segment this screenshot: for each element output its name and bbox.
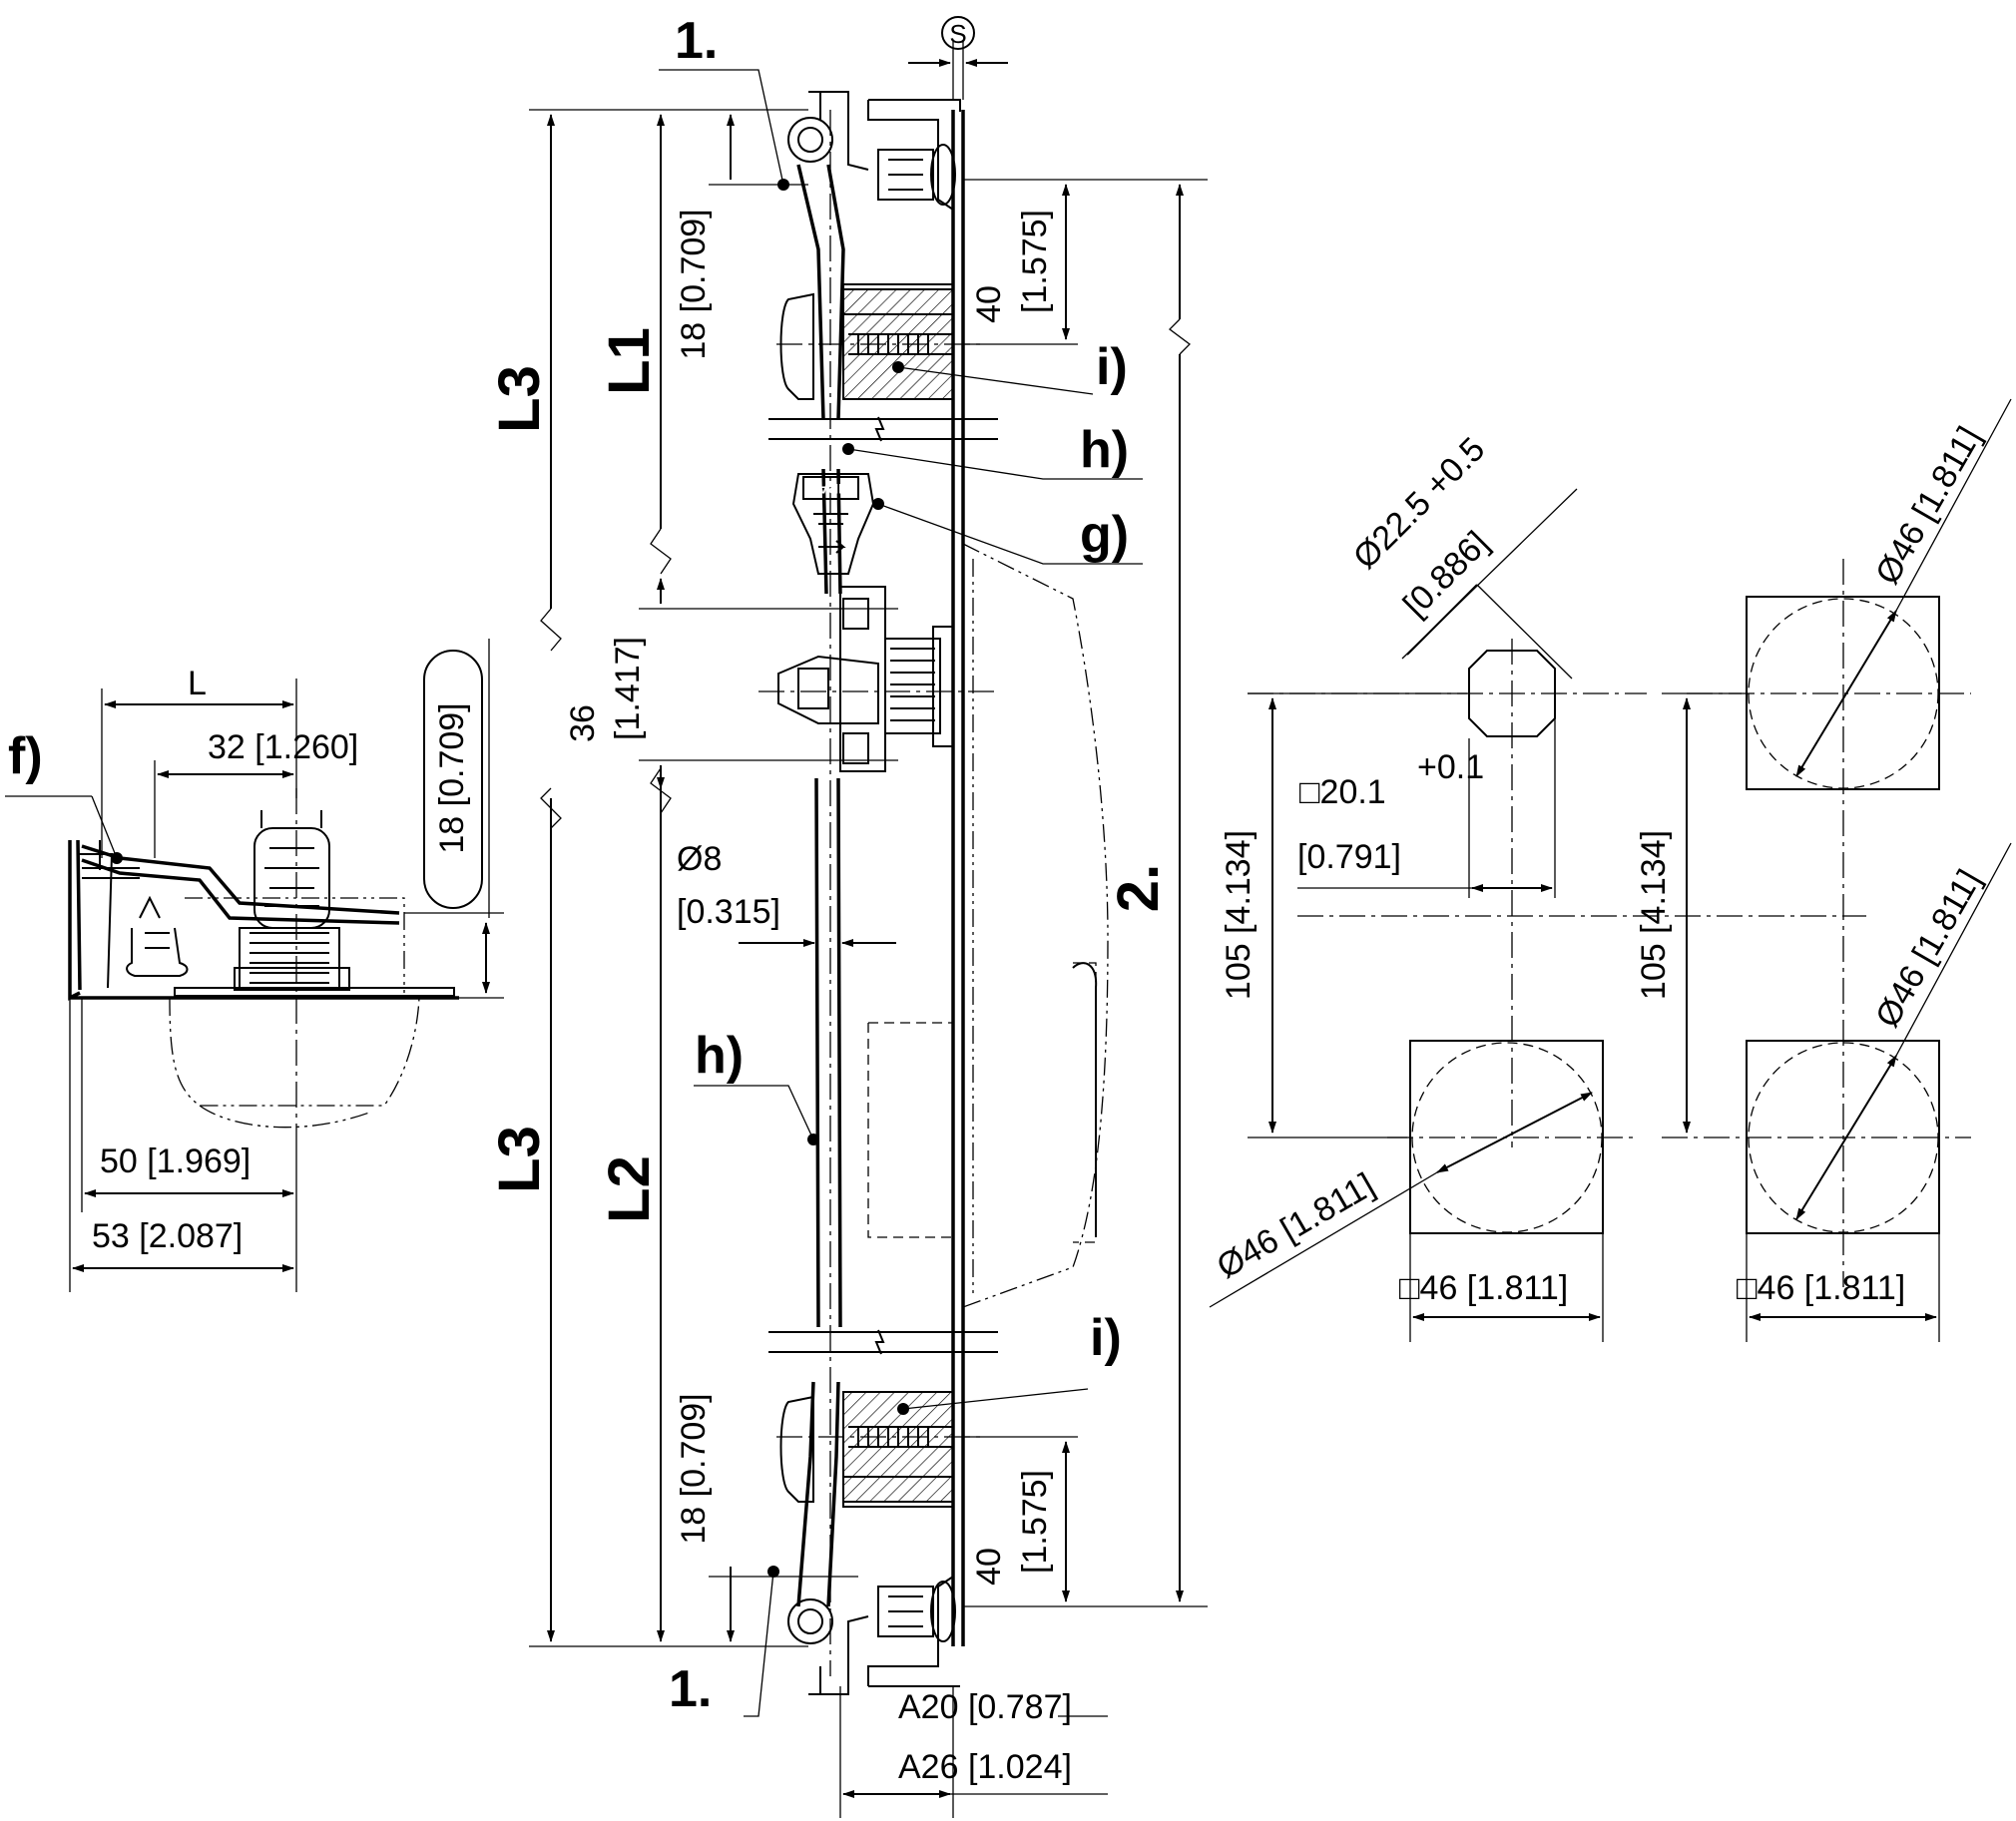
dim-18-bottom: 18 [0.709] bbox=[675, 1393, 713, 1544]
dim-L3-bottom: L3 bbox=[487, 1126, 552, 1193]
dim-phi8: Ø8 bbox=[677, 840, 722, 878]
label-f: f) bbox=[8, 727, 43, 785]
dim-phi8-inch: [0.315] bbox=[677, 893, 780, 931]
dim-phi46-lower: Ø46 [1.811] bbox=[1868, 863, 1988, 1034]
dim-sq46-right: □46 [1.811] bbox=[1737, 1269, 1905, 1307]
dim-sq20-1: □20.1 bbox=[1299, 773, 1386, 811]
dim-L1: L1 bbox=[597, 327, 662, 395]
dim-sq20-1-tol: +0.1 bbox=[1417, 748, 1484, 786]
dim-53: 53 [2.087] bbox=[92, 1217, 243, 1255]
label-i-bottom: i) bbox=[1090, 1309, 1122, 1367]
dim-phi46-left: Ø46 [1.811] bbox=[1211, 1165, 1381, 1285]
dim-L: L bbox=[188, 665, 207, 702]
label-i-top: i) bbox=[1096, 338, 1128, 396]
label-g: g) bbox=[1080, 506, 1129, 564]
brand-mark: DIRAK bbox=[808, 481, 852, 497]
dim-105-right: 105 [4.134] bbox=[1635, 830, 1673, 1000]
label-item-1-bottom: 1. bbox=[669, 1660, 712, 1718]
dim-105-left: 105 [4.134] bbox=[1220, 830, 1258, 1000]
dim-A26: A26 [1.024] bbox=[898, 1748, 1072, 1786]
dim-L2: L2 bbox=[597, 1155, 662, 1223]
dim-40-top-a: 40 bbox=[970, 285, 1008, 323]
dim-40-top-b: [1.575] bbox=[1016, 210, 1054, 313]
side-view bbox=[5, 639, 504, 1292]
dim-36-a: 36 bbox=[564, 704, 602, 742]
s-mark: S bbox=[949, 19, 966, 49]
dim-40-bot-a: 40 bbox=[970, 1548, 1008, 1586]
dim-32: 32 [1.260] bbox=[208, 728, 358, 766]
label-h-top: h) bbox=[1080, 421, 1129, 479]
label-h-mid: h) bbox=[695, 1027, 744, 1085]
label-item-1-top: 1. bbox=[675, 12, 718, 70]
dim-0791: [0.791] bbox=[1297, 838, 1401, 876]
annotations: 1. 1. 2. f) g) h) h) i) i) S L 32 [1.260… bbox=[8, 12, 1989, 1786]
dim-phi22-5-inch: [0.886] bbox=[1396, 524, 1496, 624]
dim-50: 50 [1.969] bbox=[100, 1142, 251, 1180]
section-view: DIRAK bbox=[529, 16, 1208, 1818]
label-item-2: 2. bbox=[1106, 864, 1171, 912]
dim-36-b: [1.417] bbox=[609, 637, 647, 740]
dim-sq46-left: □46 [1.811] bbox=[1399, 1269, 1568, 1307]
dim-phi46-upper: Ø46 [1.811] bbox=[1868, 420, 1988, 591]
cutout-views bbox=[1209, 398, 2012, 1342]
dim-18-side: 18 [0.709] bbox=[433, 702, 471, 853]
dim-18-top: 18 [0.709] bbox=[675, 209, 713, 359]
dim-A20: A20 [0.787] bbox=[898, 1688, 1072, 1726]
dim-40-bot-b: [1.575] bbox=[1016, 1470, 1054, 1574]
dim-L3-top: L3 bbox=[487, 365, 552, 433]
